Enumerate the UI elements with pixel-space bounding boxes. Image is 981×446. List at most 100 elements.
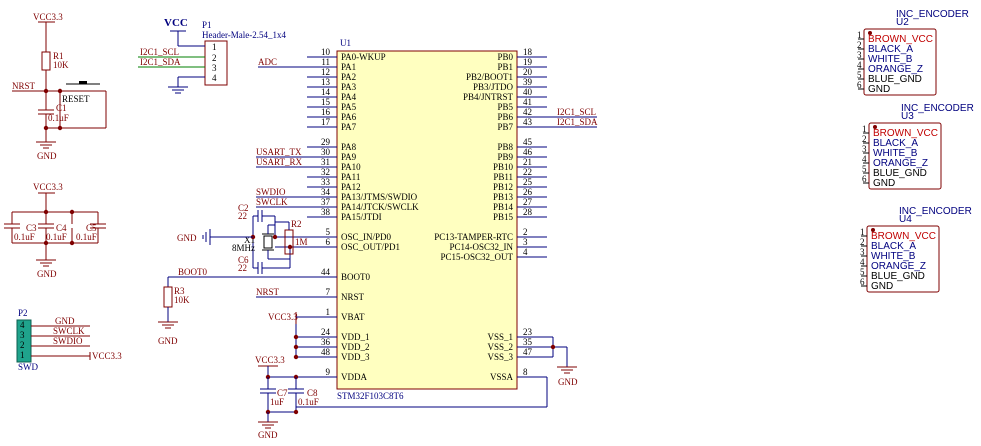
- c7-value: 1uF: [270, 397, 284, 407]
- encoder-signal: ORANGE_Z: [871, 261, 926, 272]
- u1-pin-number: 29: [321, 137, 331, 147]
- c4-value: 0.1uF: [46, 232, 67, 242]
- p1-pin-2: 2: [212, 53, 217, 63]
- u1-pin-number: 5: [326, 227, 331, 237]
- u1-pin-name: PA0-WKUP: [341, 52, 386, 62]
- u1-pin-name: PB10: [493, 162, 514, 172]
- u1-pin-number: 32: [321, 167, 330, 177]
- u1-pin-name: PB13: [493, 192, 514, 202]
- u1-pin-name: PB12: [493, 182, 513, 192]
- gnd-label-boot: GND: [158, 336, 178, 346]
- encoder-ref: U2: [896, 17, 909, 28]
- u1-ref: U1: [340, 38, 351, 48]
- u1-pin-number: 13: [321, 77, 331, 87]
- u1-pin-number: 24: [321, 327, 331, 337]
- vcc33-label-vbat: VCC3.3: [268, 312, 298, 322]
- u1-pin-name: PA13/JTMS/SWDIO: [341, 192, 418, 202]
- reset-button[interactable]: [59, 81, 107, 112]
- u1-pin-name: PA8: [341, 142, 357, 152]
- u1-pin-name: PA1: [341, 62, 356, 72]
- u1-pin-name: PB4/JNTRST: [463, 92, 514, 102]
- p1-body: [204, 40, 228, 86]
- encoder-pin-number: 4: [860, 257, 865, 267]
- p1-pin-3: 3: [212, 63, 217, 73]
- decoupling-caps: VCC3.3 C3 C4 C5 0.1uF 0.1uF 0.1uF GN: [4, 182, 106, 279]
- gnd-symbol-p1: [168, 86, 188, 94]
- u1-pin-name: PA14/JTCK/SWCLK: [341, 202, 419, 212]
- u1-pin-name: PB9: [497, 152, 513, 162]
- u1-pin-number: 8: [523, 367, 528, 377]
- vcc33-label-r1: VCC3.3: [33, 12, 63, 22]
- encoder-signal: ORANGE_Z: [868, 64, 923, 75]
- u1-pin-name: VDD_2: [341, 342, 370, 352]
- vcc33-label-decoup: VCC3.3: [33, 182, 63, 192]
- r1-resistor[interactable]: [41, 51, 51, 71]
- c3-value: 0.1uF: [14, 232, 35, 242]
- gnd-symbol-decoup: [36, 259, 56, 267]
- u1-pin-name: VDD_3: [341, 352, 370, 362]
- net-swdio: SWDIO: [256, 187, 286, 197]
- u1-pin-number: 28: [523, 207, 533, 217]
- u1-pin-number: 19: [523, 57, 533, 67]
- vcc33-label-vdda: VCC3.3: [255, 355, 285, 365]
- u1-pin-name: VSS_1: [487, 332, 513, 342]
- c2-value: 22: [238, 211, 247, 221]
- net-nrst: NRST: [256, 287, 280, 297]
- gnd-label-vdda: GND: [258, 430, 278, 440]
- u1-pin-name: PB15: [493, 212, 514, 222]
- c3-ref: C3: [26, 223, 37, 233]
- p1-pin-1: 1: [212, 42, 217, 52]
- u1-pin-name: PA3: [341, 82, 357, 92]
- u1-pin-name: VSS_2: [487, 342, 513, 352]
- encoder-pin-number: 6: [862, 174, 867, 184]
- encoder-pin-number: 3: [857, 50, 862, 60]
- u1-pin-name: VBAT: [341, 312, 365, 322]
- u1-pin-number: 31: [321, 157, 330, 167]
- x1-crystal[interactable]: [263, 235, 273, 249]
- encoder-signal: BLACK_A: [873, 138, 918, 149]
- u1-pin-number: 22: [523, 167, 532, 177]
- header-p2[interactable]: P2 4 3 2 1 SWD: [16, 308, 39, 372]
- u1-pin-number: 47: [523, 347, 533, 357]
- encoder-signal: BLUE_GND: [868, 74, 922, 85]
- c4-ref: C4: [56, 223, 67, 233]
- c1-value: 0.1uF: [48, 113, 69, 123]
- encoder-signal: BLACK_A: [871, 241, 916, 252]
- encoder-signal: WHITE_B: [868, 54, 913, 65]
- encoder-pin-number: 5: [860, 267, 865, 277]
- u1-pin-number: 2: [523, 227, 528, 237]
- c6-ref: C6: [238, 255, 249, 265]
- net-i2c-sda-right: I2C1_SDA: [557, 117, 598, 127]
- u1-pin-name: PA6: [341, 112, 357, 122]
- u1-pin-number: 43: [523, 117, 533, 127]
- u1-pin-name: PC15-OSC32_OUT: [440, 252, 513, 262]
- encoder-body: [868, 122, 942, 190]
- encoder-signal: BLUE_GND: [873, 168, 927, 179]
- nrst-label-left: NRST: [12, 81, 36, 91]
- u1-pin-name: PB2/BOOT1: [466, 72, 513, 82]
- p2-pin-1: 1: [20, 350, 25, 360]
- encoder-title: INC_ENCODER: [899, 206, 972, 217]
- encoder-signal: GND: [871, 281, 893, 292]
- u1-pin-name: VDD_1: [341, 332, 370, 342]
- u1-pin-name: PA11: [341, 172, 360, 182]
- encoder-pin-number: 1: [860, 227, 865, 237]
- p2-ref: P2: [18, 308, 28, 318]
- encoder-pin-number: 5: [862, 164, 867, 174]
- u1-pin-number: 1: [326, 307, 331, 317]
- r2-resistor[interactable]: [284, 229, 294, 255]
- u1-pin-number: 16: [321, 107, 331, 117]
- header-p1[interactable]: VCC P1 Header-Male-2.54_1x4 1 2 3 4: [164, 17, 287, 86]
- u1-pin-name: OSC_OUT/PD1: [341, 242, 400, 252]
- r3-resistor[interactable]: [163, 286, 173, 308]
- encoder-signal: GND: [873, 178, 895, 189]
- encoder-pin-number: 5: [857, 70, 862, 80]
- r1-ref: R1: [53, 51, 64, 61]
- u1-pin-name: PB11: [493, 172, 513, 182]
- p2-net-vcc33: VCC3.3: [92, 351, 122, 361]
- encoder-pin-number: 2: [860, 237, 865, 247]
